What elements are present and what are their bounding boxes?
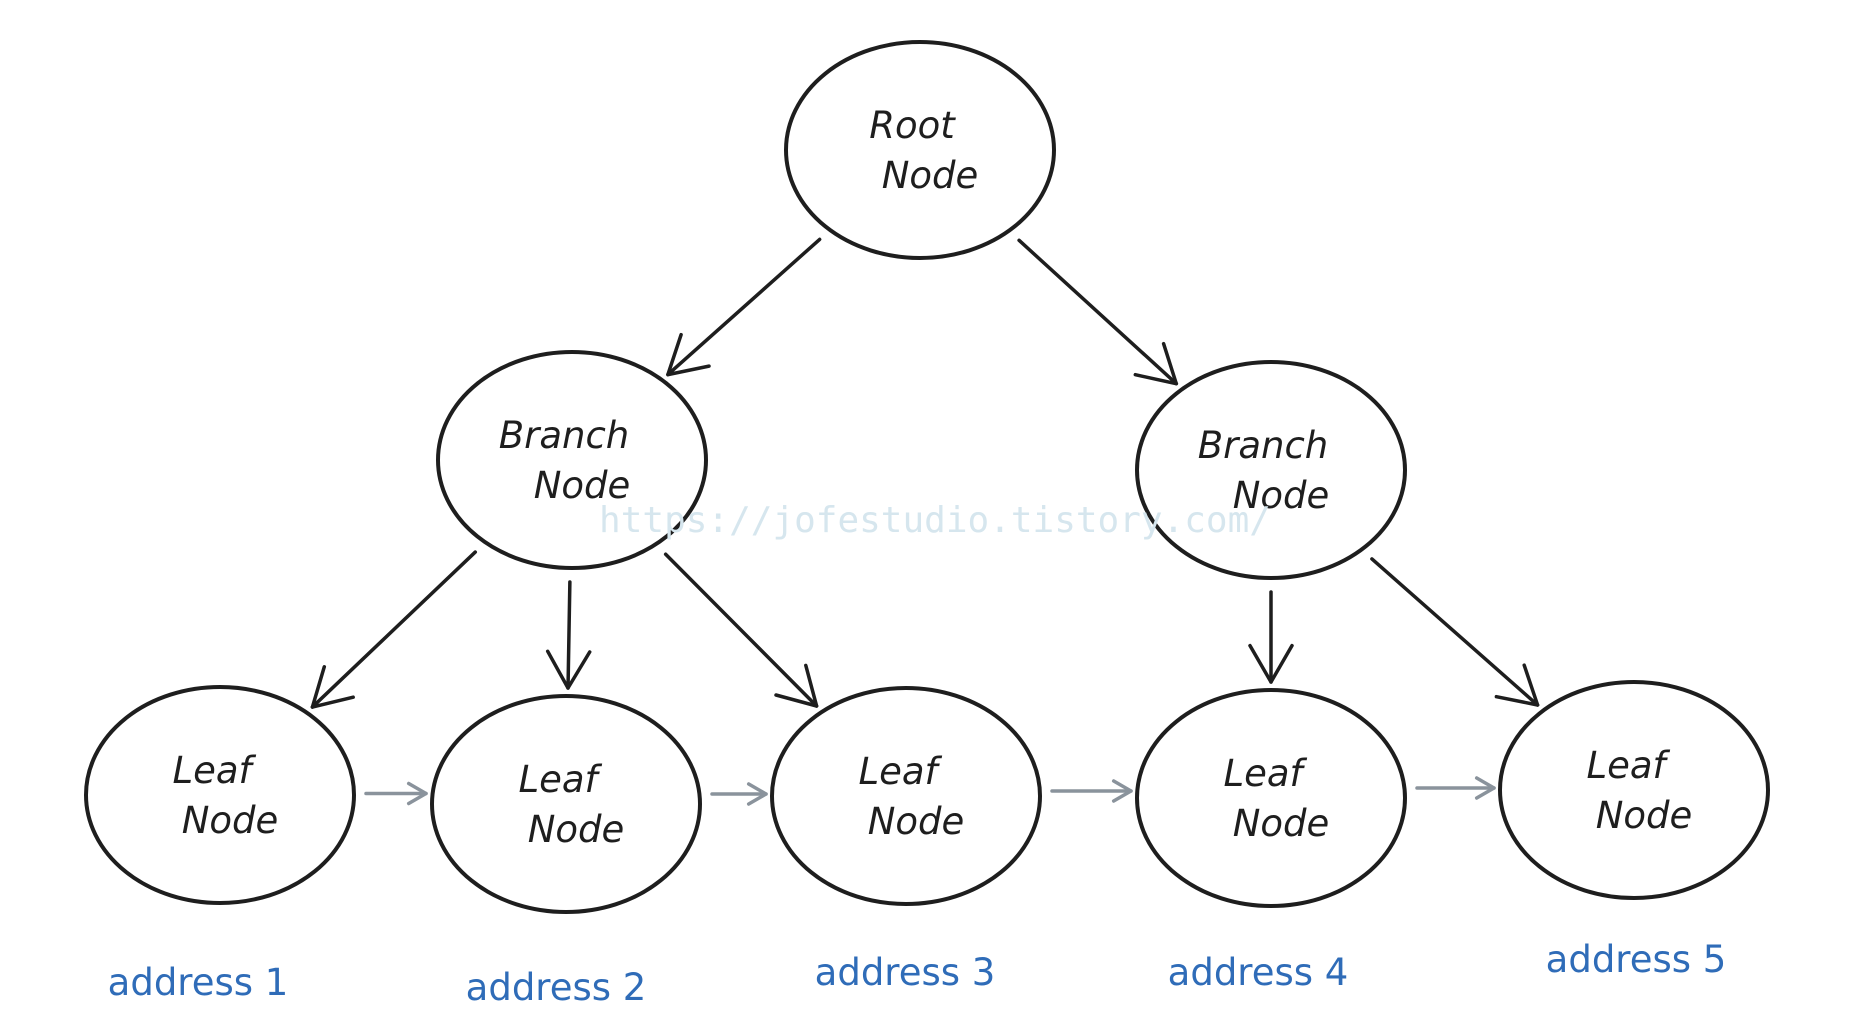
address-label: address 2 <box>466 966 647 1009</box>
node-label: Node <box>1233 802 1330 845</box>
node-circle <box>84 685 356 905</box>
address-label: address 4 <box>1168 951 1349 994</box>
address-label: address 1 <box>108 961 289 1004</box>
node-label: Leaf <box>858 750 942 793</box>
edge-line <box>310 550 478 709</box>
arrowhead-icon <box>746 782 768 806</box>
arrowhead-icon <box>406 781 428 806</box>
node-label: Node <box>1233 474 1330 517</box>
node-circle <box>430 694 702 914</box>
edge-line <box>566 580 572 690</box>
node-label: Leaf <box>1223 752 1307 795</box>
edge-branch1-to-leaf3 <box>663 552 819 708</box>
address-label: address 3 <box>815 951 996 994</box>
node-label: Node <box>868 800 965 843</box>
leaf-link-leaf4-to-leaf5 <box>1415 776 1496 800</box>
arrowhead-icon <box>310 665 355 709</box>
node-circle <box>1498 680 1770 900</box>
edge-root-to-branch1 <box>666 237 822 377</box>
arrowhead-icon <box>774 663 819 708</box>
edge-line <box>1370 557 1540 707</box>
watermark: https://jofestudio.tistory.com/ <box>599 500 1271 541</box>
node-label: Leaf <box>518 758 602 801</box>
leaf-link-leaf3-to-leaf4 <box>1050 779 1133 803</box>
arrowhead-icon <box>1133 341 1179 386</box>
edges-layer <box>310 237 1540 709</box>
node-circle <box>784 40 1056 260</box>
leaf-link-leaf2-to-leaf3 <box>710 782 768 806</box>
address-label: address 5 <box>1546 938 1727 981</box>
edge-line <box>666 237 822 377</box>
node-label: Node <box>528 808 625 851</box>
node-circle <box>436 350 708 570</box>
edge-branch1-to-leaf1 <box>310 550 478 709</box>
node-label: Node <box>534 464 631 507</box>
edge-branch2-to-leaf4 <box>1248 590 1294 684</box>
node-label: Node <box>882 154 979 197</box>
arrowhead-icon <box>1474 776 1496 800</box>
arrowhead-icon <box>1494 663 1540 707</box>
node-label: Node <box>1596 794 1693 837</box>
node-label: Branch <box>1198 424 1329 467</box>
arrowhead-icon <box>666 332 711 377</box>
arrowhead-icon <box>1111 779 1133 803</box>
arrowhead-icon <box>545 649 592 690</box>
node-circle <box>770 686 1042 906</box>
nodes-layer: RootNodeBranchNodeBranchNodeLeafNodeaddr… <box>84 40 1770 1009</box>
node-label: Leaf <box>172 749 256 792</box>
edge-root-to-branch2 <box>1017 238 1179 386</box>
edge-branch2-to-leaf5 <box>1370 557 1540 707</box>
node-label: Leaf <box>1586 744 1670 787</box>
arrowhead-icon <box>1248 643 1294 684</box>
edge-branch1-to-leaf2 <box>545 580 592 690</box>
leaf-links-layer <box>364 776 1496 806</box>
node-label: Root <box>869 104 956 147</box>
node-circle <box>1135 360 1407 580</box>
node-label: Node <box>182 799 279 842</box>
edge-line <box>663 552 819 708</box>
node-label: Branch <box>499 414 630 457</box>
edge-line <box>1017 238 1179 386</box>
leaf-link-leaf1-to-leaf2 <box>364 781 428 806</box>
node-circle <box>1135 688 1407 908</box>
